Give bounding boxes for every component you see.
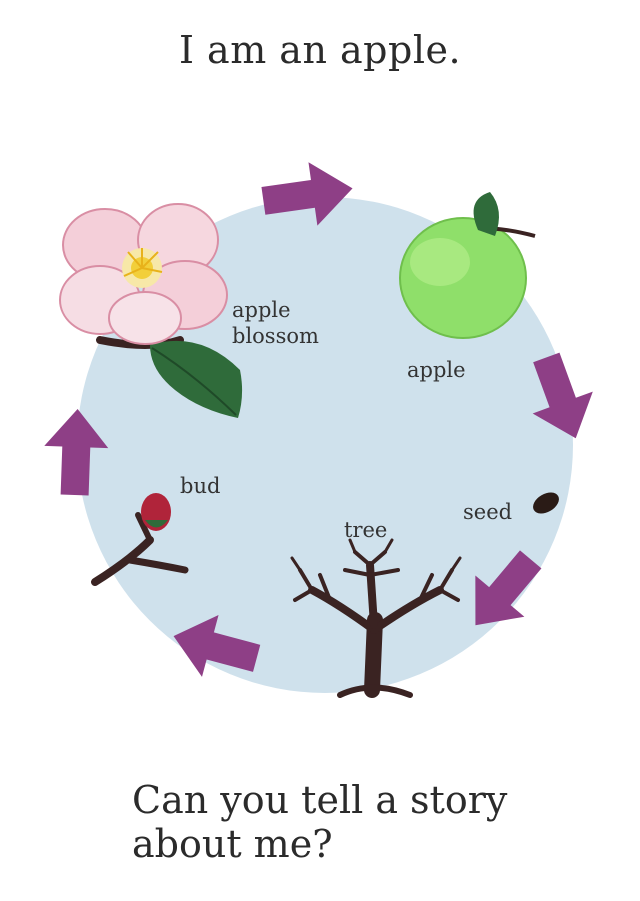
apple-blossom-image	[59, 203, 243, 418]
arrow-seed-to-tree	[475, 550, 542, 626]
label-apple-blossom: apple blossom	[232, 297, 319, 349]
page-title: I am an apple.	[178, 28, 462, 72]
arrow-apple-to-seed	[532, 352, 593, 439]
label-tree: tree	[344, 518, 388, 542]
question-line1: Can you tell a story	[132, 778, 508, 822]
arrow-blossom-to-apple	[261, 162, 353, 226]
label-apple-blossom-line1: apple	[232, 298, 291, 322]
bud-image	[91, 493, 189, 586]
question-text: Can you tell a story about me?	[132, 778, 507, 866]
tree-image	[290, 538, 462, 698]
question-line2: about me?	[132, 822, 333, 866]
arrow-tree-to-bud	[173, 615, 261, 677]
label-apple: apple	[407, 358, 466, 382]
arrow-bud-to-blossom	[44, 409, 109, 496]
label-bud: bud	[180, 474, 221, 498]
label-apple-blossom-line2: blossom	[232, 324, 319, 348]
label-seed: seed	[463, 500, 513, 524]
seed-image	[533, 492, 559, 514]
apple-image	[399, 192, 536, 339]
